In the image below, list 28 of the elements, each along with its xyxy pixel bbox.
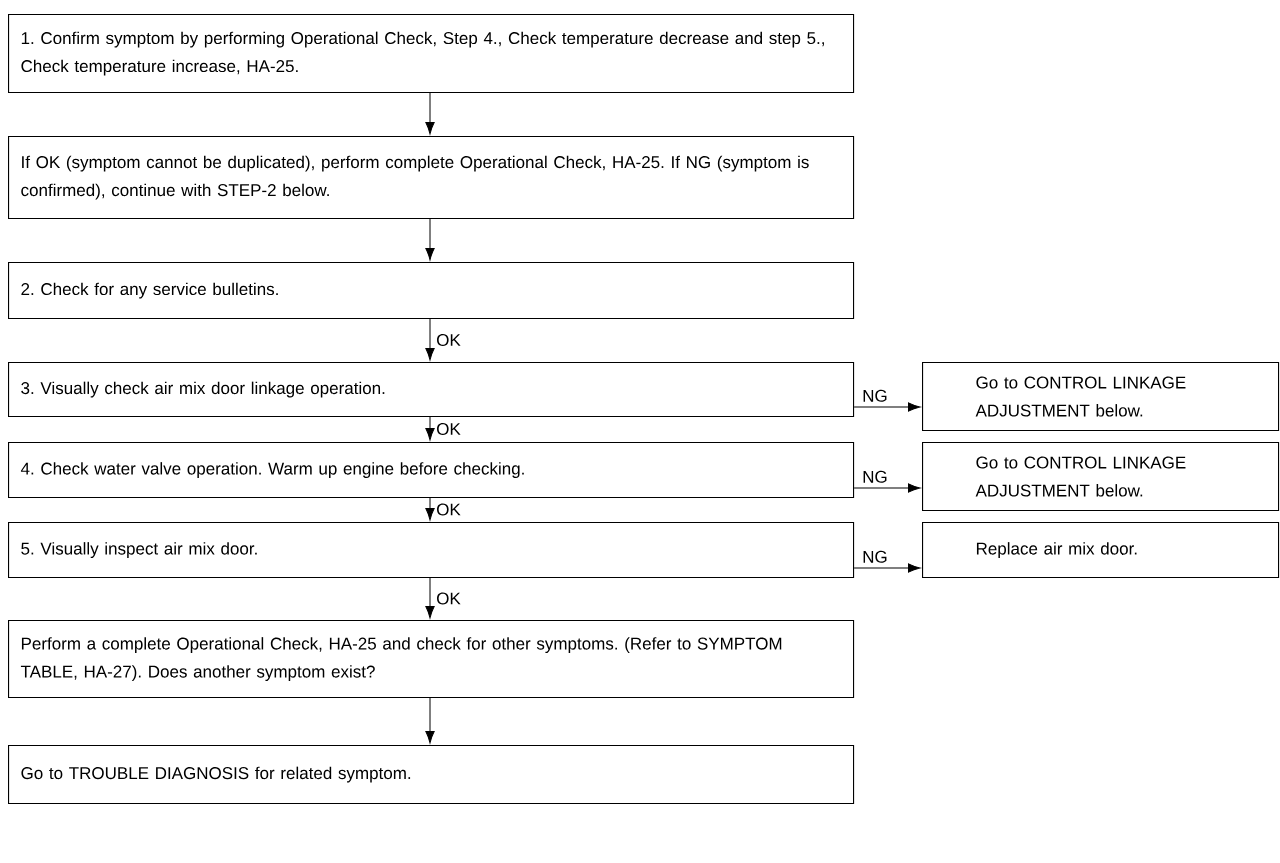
arrow xyxy=(853,563,921,573)
process-box: 5. Visually inspect air mix door. xyxy=(8,522,855,579)
process-box: Go to TROUBLE DIAGNOSIS for related symptom. xyxy=(8,745,855,805)
arrow xyxy=(425,318,435,361)
edge-label: OK xyxy=(435,422,462,437)
edge-label: OK xyxy=(435,502,462,517)
process-box: Go to CONTROL LINKAGE ADJUSTMENT below. xyxy=(922,362,1280,432)
arrow xyxy=(425,218,435,261)
process-box: 4. Check water valve operation. Warm up engine before checking. xyxy=(8,442,855,499)
edge-label: NG xyxy=(861,469,889,484)
arrow xyxy=(853,402,921,412)
edge-label: OK xyxy=(435,333,462,348)
edge-label: NG xyxy=(861,388,889,403)
arrow xyxy=(425,92,435,135)
edge-label: NG xyxy=(861,549,889,564)
arrow xyxy=(425,497,435,521)
process-box: Perform a complete Operational Check, HA-25 and check for other symptoms. (Refer to SYMPTOM TABLE, HA-27). Does another symptom exist? xyxy=(8,620,855,699)
arrow xyxy=(425,697,435,744)
process-box: Replace air mix door. xyxy=(922,522,1280,579)
process-box: 3. Visually check air mix door linkage operation. xyxy=(8,362,855,418)
process-box: 1. Confirm symptom by performing Operational Check, Step 4., Check temperature decrease and step 5., Check temperature increase, HA-25. xyxy=(8,14,855,94)
process-box: 2. Check for any service bulletins. xyxy=(8,262,855,320)
edge-label: OK xyxy=(435,591,462,606)
arrow xyxy=(425,577,435,619)
arrow xyxy=(425,416,435,441)
process-box: If OK (symptom cannot be duplicated), perform complete Operational Check, HA-25. If NG (symptom is confirmed), continue with STEP-2 below. xyxy=(8,136,855,220)
arrow xyxy=(853,483,921,493)
process-box: Go to CONTROL LINKAGE ADJUSTMENT below. xyxy=(922,442,1280,512)
